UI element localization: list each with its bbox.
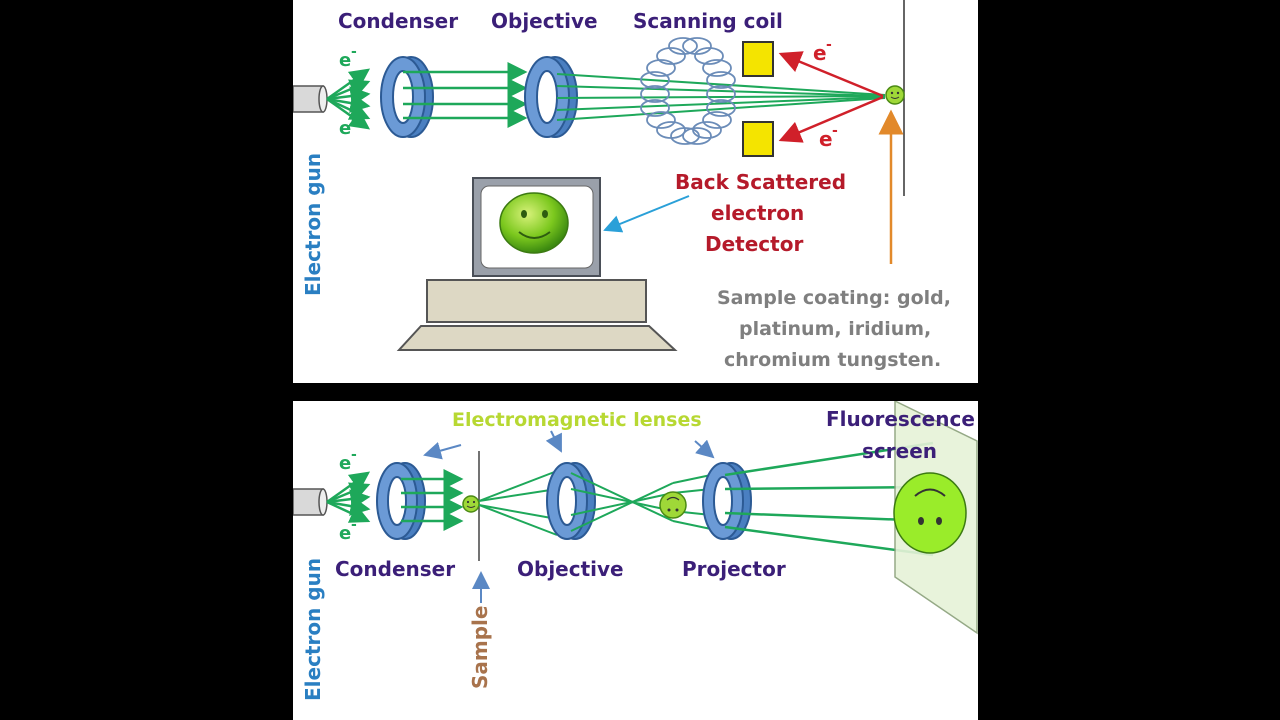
svg-text:e: e (339, 523, 351, 544)
svg-text:-: - (826, 37, 832, 53)
coating-line1: Sample coating: gold, (717, 287, 951, 309)
condenser-lens (380, 56, 434, 138)
fluorescence-title-line1: Fluorescence (826, 407, 975, 431)
svg-text:e: e (339, 50, 351, 71)
svg-text:e: e (813, 41, 827, 65)
detector-block-top (742, 41, 774, 77)
sample-smiley (462, 495, 480, 513)
svg-text:-: - (351, 112, 357, 128)
svg-text:e: e (339, 453, 351, 474)
svg-text:-: - (351, 44, 357, 60)
electron-gun-label: Electron gun (301, 153, 325, 296)
sem-diagram: e - e - (293, 0, 951, 371)
lens-pointer-arrows (423, 430, 715, 460)
scanning-coil-title: Scanning coil (633, 9, 783, 33)
svg-text:e: e (819, 127, 833, 151)
electron-gun-label: Electron gun (301, 558, 325, 701)
svg-text:-: - (351, 447, 357, 463)
coating-line3: chromium tungsten. (724, 349, 941, 371)
electron-beam-fan (326, 68, 371, 130)
e-label-top: e - (339, 44, 357, 71)
computer-base (396, 279, 678, 351)
scanning-coil (640, 37, 736, 145)
beams-to-sample (556, 73, 886, 121)
objective-lens (524, 56, 578, 138)
condenser-lens (376, 462, 426, 540)
backscatter-e-top: e - (813, 37, 832, 65)
svg-text:-: - (832, 123, 838, 139)
electron-beam-fan (326, 471, 371, 523)
beams-condenser-sample (401, 469, 464, 531)
svg-text:-: - (351, 517, 357, 533)
beams-sample-objective (478, 470, 558, 536)
monitor (472, 177, 601, 277)
objective-lens (546, 462, 596, 540)
detector-block-bottom (742, 121, 774, 157)
e-label-top: e - (339, 447, 357, 474)
backscatter-arrows (778, 51, 884, 143)
e-label-bottom: e - (339, 112, 357, 139)
condenser-title: Condenser (335, 557, 455, 581)
objective-title: Objective (517, 557, 624, 581)
sample-label: Sample (468, 606, 492, 689)
tem-diagram-panel: e - e - (293, 401, 978, 720)
beams-condenser-objective (403, 62, 528, 128)
e-label-bottom: e - (339, 517, 357, 544)
fluorescence-title-line2: screen (862, 439, 937, 463)
detector-arrow (603, 195, 690, 233)
objective-title: Objective (491, 9, 598, 33)
screen-image (893, 472, 967, 554)
sem-diagram-panel: e - e - (293, 0, 978, 383)
detector-label-line3: Detector (705, 232, 803, 256)
detector-label-line2: electron (711, 201, 804, 225)
sample-smiley (885, 85, 905, 105)
condenser-title: Condenser (338, 9, 458, 33)
tem-diagram: e - e - (293, 401, 978, 701)
projector-title: Projector (682, 557, 786, 581)
electron-gun (293, 488, 328, 516)
monitor-smiley-face (499, 192, 569, 254)
intermediate-image (659, 491, 687, 519)
coating-line2: platinum, iridium, (739, 318, 931, 340)
electron-gun (293, 85, 328, 113)
detector-label-line1: Back Scattered (675, 170, 846, 194)
svg-text:e: e (339, 118, 351, 139)
electromagnetic-lenses-title: Electromagnetic lenses (452, 409, 702, 431)
backscatter-e-bottom: e - (819, 123, 838, 151)
